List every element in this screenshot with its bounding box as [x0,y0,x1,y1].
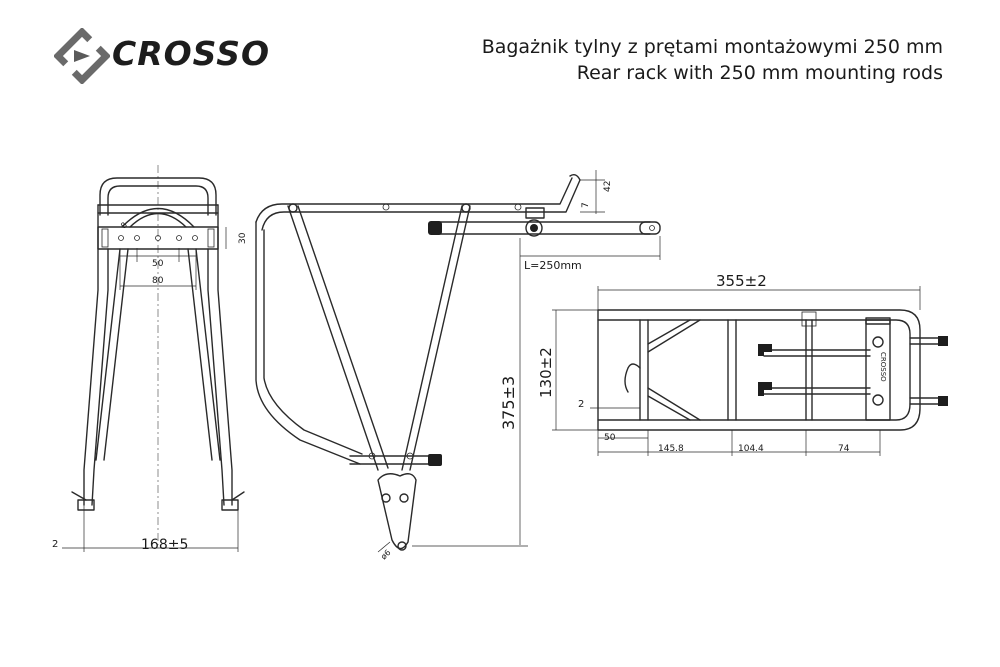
crosso-logo-icon [54,28,110,84]
top-dim-104: 104.4 [738,444,764,454]
title-polish: Bagażnik tylny z prętami montażowymi 250… [481,36,943,58]
front-dim-80: 80 [152,276,164,286]
top-view [552,286,948,456]
front-dim-30: 30 [238,232,248,244]
side-dim-hole: ø6 [379,548,392,561]
title-english: Rear rack with 250 mm mounting rods [576,62,943,84]
top-plate-label: CROSSO [879,352,887,382]
side-view [255,170,661,553]
side-dim-42: 42 [603,181,613,192]
front-dim-offset: 2 [52,539,58,550]
side-dim-7: 7 [581,202,591,208]
front-view [62,165,245,552]
top-dim-74: 74 [838,444,850,454]
brand-name: CROSSO [112,34,271,73]
front-dim-small: 8 [119,220,129,230]
top-dim-length: 355±2 [716,272,767,290]
side-dim-rod-length: L=250mm [524,259,582,272]
side-dim-height: 375±3 [499,376,518,430]
top-dim-50: 50 [604,433,616,443]
top-dim-145: 145.8 [658,444,684,454]
front-dim-width: 168±5 [141,537,188,553]
top-dim-width: 130±2 [537,347,555,398]
top-dim-2: 2 [578,399,584,410]
front-dim-50: 50 [152,259,164,269]
